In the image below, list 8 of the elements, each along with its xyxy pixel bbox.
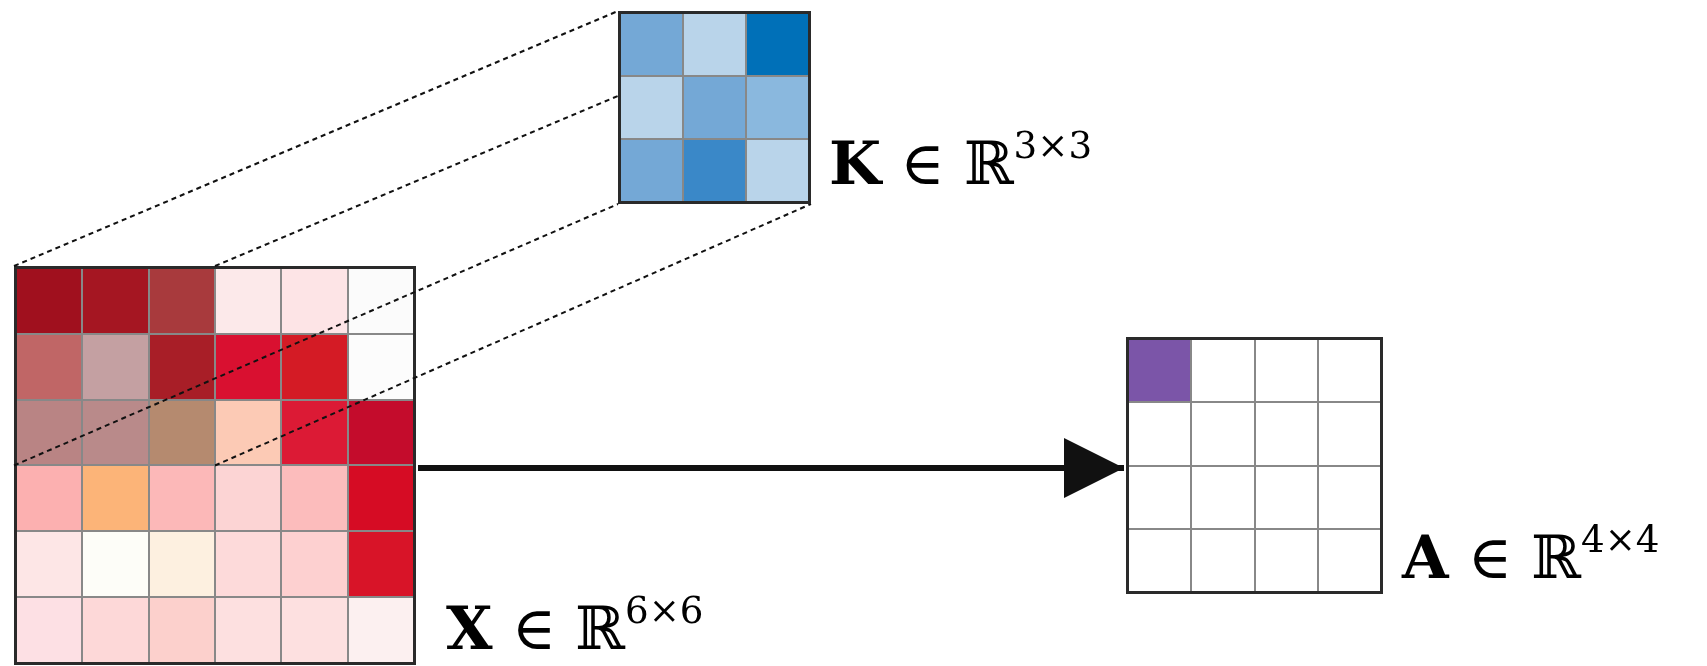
projection-line bbox=[214, 94, 619, 267]
projection-line bbox=[13, 10, 619, 267]
matrix-grid bbox=[618, 11, 811, 204]
matrix-grid bbox=[14, 266, 416, 665]
projection-line bbox=[214, 203, 812, 467]
arrow bbox=[418, 438, 1124, 499]
matrix-grid bbox=[1126, 337, 1383, 594]
projection-line bbox=[13, 203, 619, 467]
